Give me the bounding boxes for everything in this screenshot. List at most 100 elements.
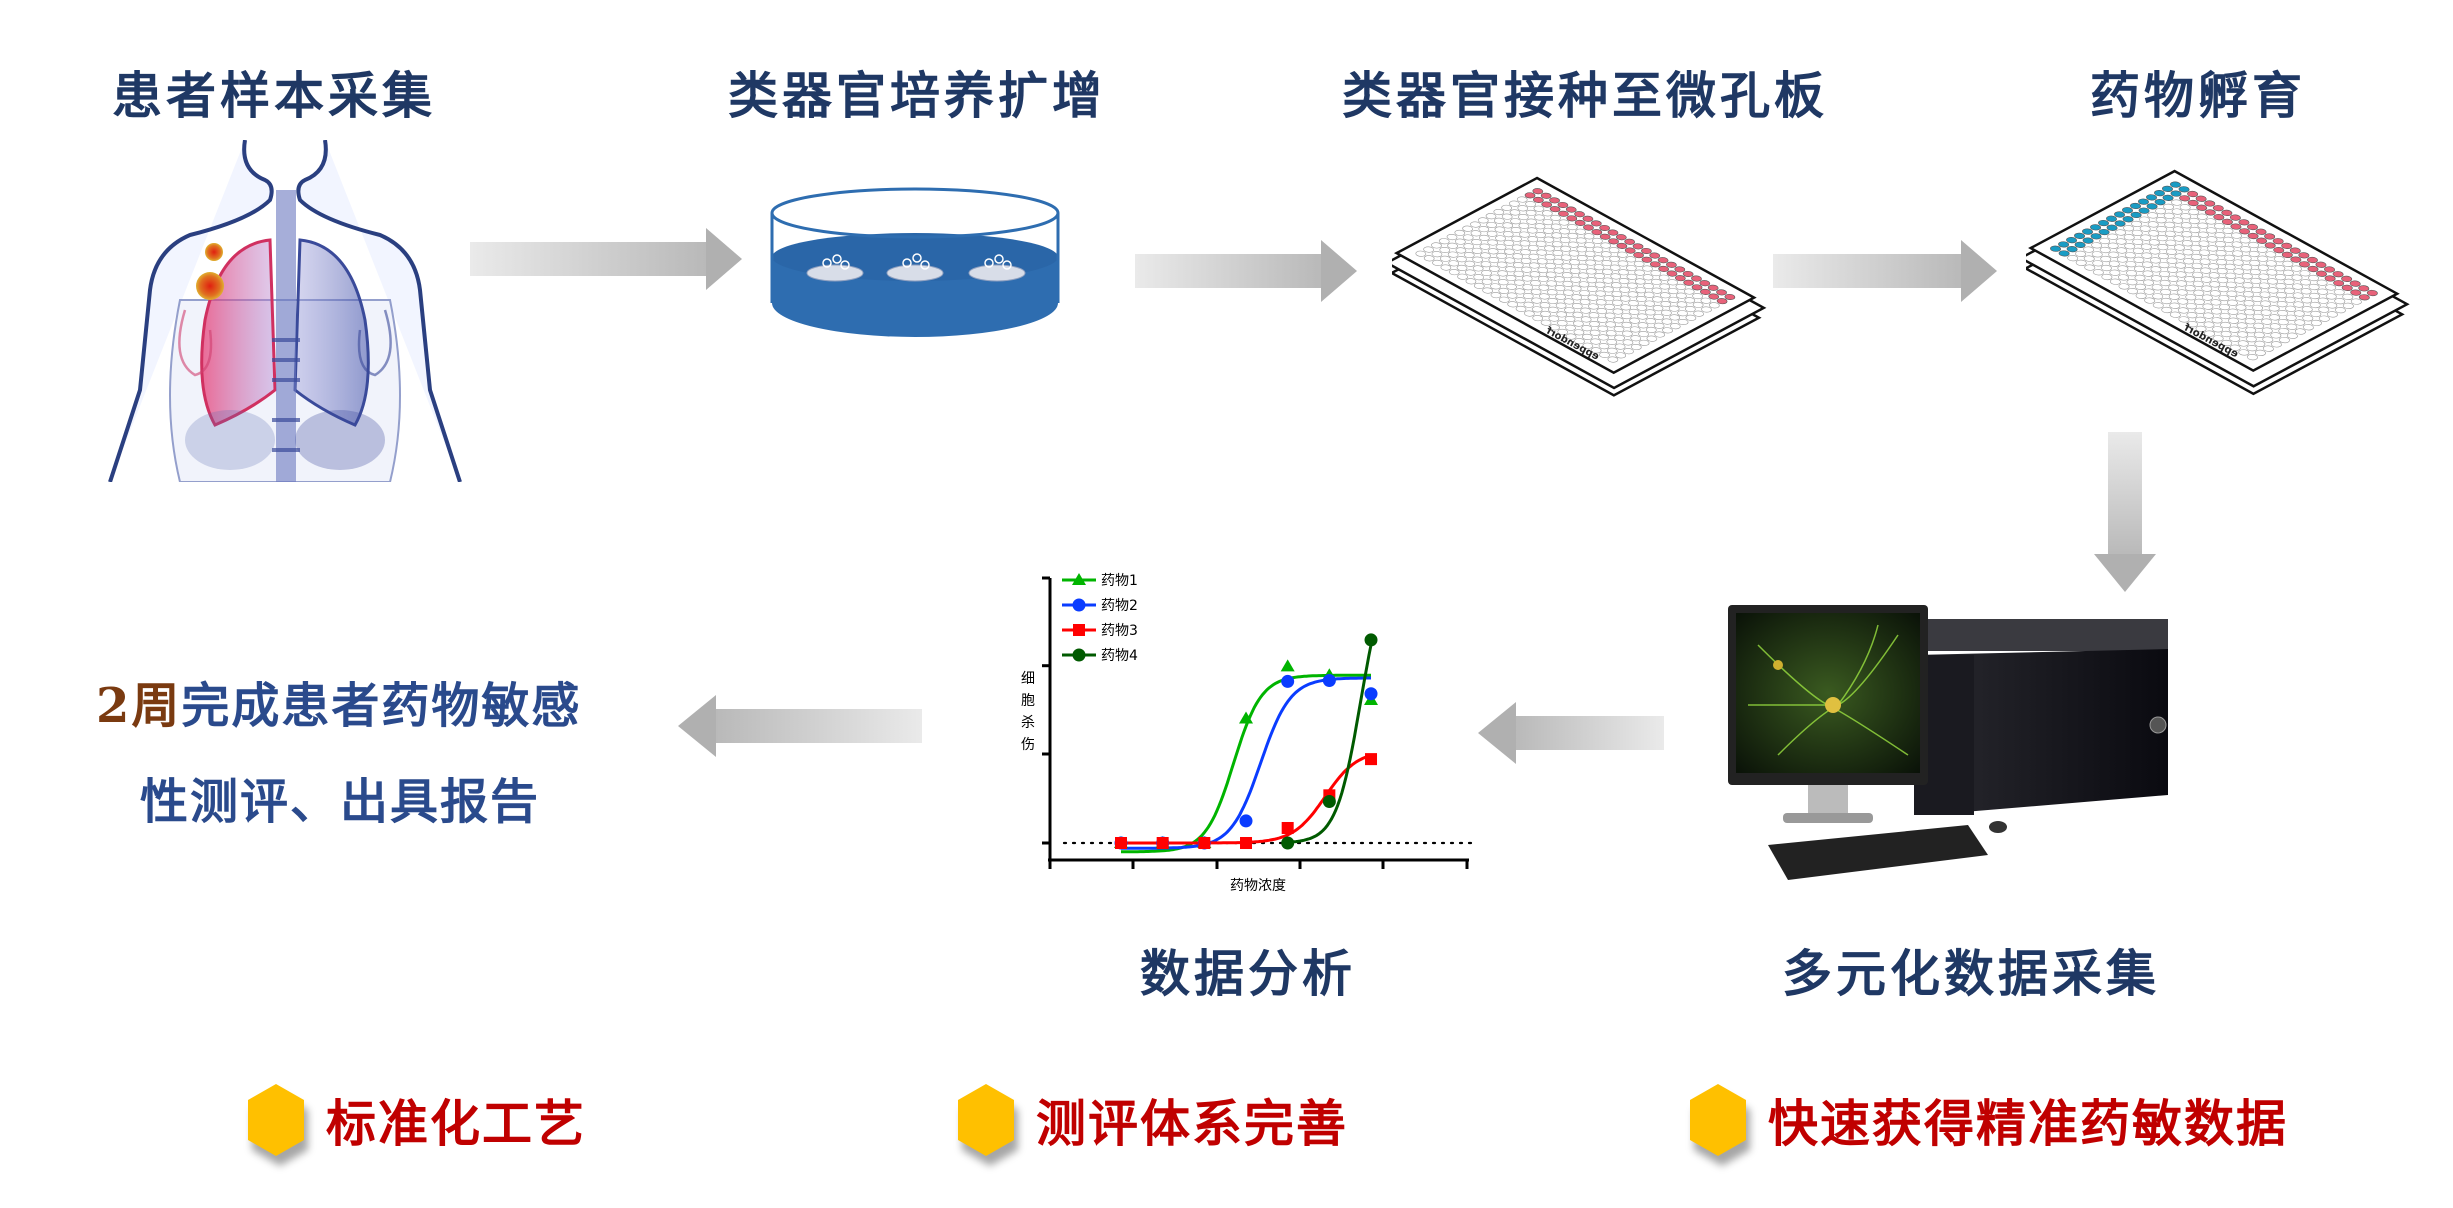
well bbox=[2121, 215, 2136, 223]
well bbox=[1556, 201, 1570, 209]
well bbox=[2190, 262, 2205, 270]
well bbox=[1521, 283, 1535, 291]
well bbox=[1580, 324, 1594, 332]
well bbox=[1487, 265, 1501, 273]
well bbox=[1478, 243, 1492, 251]
well bbox=[1698, 288, 1712, 296]
arrow-right-icon bbox=[1135, 240, 1357, 302]
well bbox=[2324, 292, 2339, 300]
well bbox=[1523, 200, 1537, 208]
well bbox=[2212, 213, 2227, 221]
well bbox=[2148, 247, 2163, 255]
well bbox=[1591, 246, 1605, 254]
well bbox=[1554, 302, 1568, 310]
well bbox=[1628, 317, 1642, 325]
well bbox=[1569, 276, 1583, 284]
well bbox=[2226, 308, 2241, 316]
well bbox=[1706, 284, 1720, 292]
well bbox=[1517, 231, 1531, 239]
well bbox=[1566, 241, 1580, 249]
well bbox=[2237, 348, 2252, 356]
well bbox=[2245, 353, 2260, 361]
well bbox=[1606, 237, 1620, 245]
well bbox=[2115, 256, 2130, 264]
well bbox=[1512, 270, 1526, 278]
well bbox=[1453, 229, 1467, 237]
well bbox=[1522, 310, 1536, 318]
well bbox=[1610, 299, 1624, 307]
well bbox=[1479, 260, 1493, 268]
data-point bbox=[1365, 753, 1378, 766]
well bbox=[2125, 287, 2140, 295]
well bbox=[1496, 278, 1510, 286]
well bbox=[1587, 311, 1601, 319]
well bbox=[2285, 332, 2300, 340]
well bbox=[2173, 253, 2188, 261]
well bbox=[2222, 254, 2237, 262]
well bbox=[1624, 255, 1638, 263]
well bbox=[2209, 298, 2224, 306]
well bbox=[2299, 287, 2314, 295]
well bbox=[2207, 280, 2222, 288]
well bbox=[1486, 239, 1500, 247]
well bbox=[1463, 269, 1477, 277]
well bbox=[2114, 247, 2129, 255]
well bbox=[1524, 209, 1538, 217]
well bbox=[2072, 232, 2087, 240]
well bbox=[1650, 287, 1664, 295]
well bbox=[2249, 286, 2264, 294]
well bbox=[2230, 250, 2245, 258]
arrow-right-icon bbox=[470, 228, 742, 290]
well bbox=[1582, 241, 1596, 249]
well bbox=[1592, 272, 1606, 280]
well bbox=[2231, 268, 2246, 276]
well bbox=[2180, 230, 2195, 238]
well bbox=[1619, 312, 1633, 320]
well bbox=[2306, 265, 2321, 273]
well bbox=[2081, 246, 2096, 254]
well bbox=[1698, 279, 1712, 287]
well bbox=[1484, 221, 1498, 229]
well bbox=[1550, 240, 1564, 248]
well bbox=[1521, 292, 1535, 300]
well bbox=[2246, 232, 2261, 240]
well bbox=[2189, 253, 2204, 261]
well bbox=[2274, 291, 2289, 299]
well bbox=[2242, 308, 2257, 316]
well bbox=[2097, 228, 2112, 236]
step-title-expand: 类器官培养扩增 bbox=[728, 66, 1106, 125]
feature-item: 快速获得精准药敏数据 bbox=[1690, 1084, 2288, 1156]
well bbox=[1535, 249, 1549, 257]
well bbox=[2307, 283, 2322, 291]
well bbox=[1621, 347, 1635, 355]
well bbox=[2129, 211, 2144, 219]
well bbox=[2268, 322, 2283, 330]
well bbox=[2147, 238, 2162, 246]
well bbox=[2265, 277, 2280, 285]
well bbox=[1487, 256, 1501, 264]
well bbox=[1526, 235, 1540, 243]
well bbox=[2137, 207, 2152, 215]
well bbox=[1537, 284, 1551, 292]
well bbox=[1667, 305, 1681, 313]
well bbox=[1668, 322, 1682, 330]
well bbox=[1476, 217, 1490, 225]
well bbox=[1528, 270, 1542, 278]
well bbox=[2106, 242, 2121, 250]
well bbox=[1684, 314, 1698, 322]
well bbox=[2226, 317, 2241, 325]
well bbox=[1674, 292, 1688, 300]
well bbox=[1625, 282, 1639, 290]
well bbox=[1519, 257, 1533, 265]
well bbox=[1667, 296, 1681, 304]
well bbox=[2225, 299, 2240, 307]
well bbox=[2202, 330, 2217, 338]
well bbox=[2140, 252, 2155, 260]
well bbox=[2236, 339, 2251, 347]
well bbox=[2177, 194, 2192, 202]
well bbox=[2174, 280, 2189, 288]
well bbox=[1508, 209, 1522, 217]
well bbox=[2149, 274, 2164, 282]
well bbox=[1592, 263, 1606, 271]
well bbox=[2140, 261, 2155, 269]
